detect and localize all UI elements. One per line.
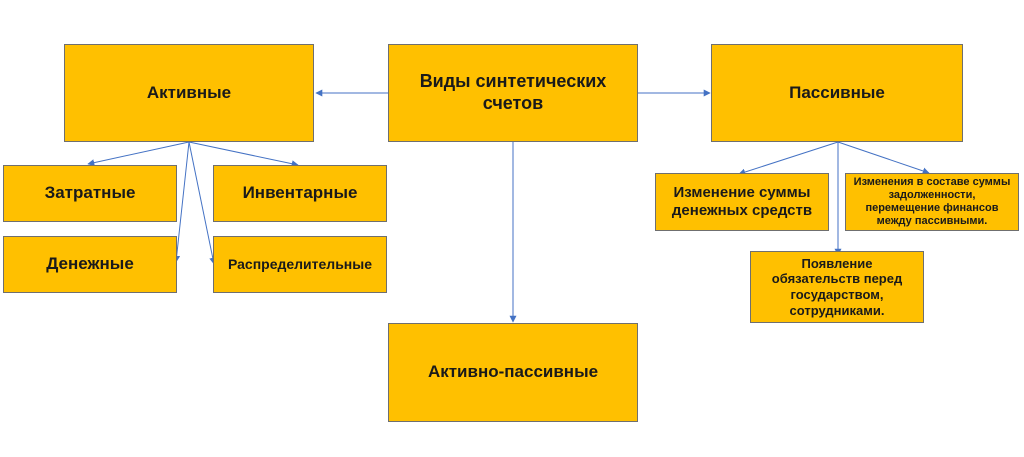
box-cash-change: Изменение суммы денежных средств [655, 173, 829, 231]
arrow-active-to-distributive [188, 141, 217, 265]
box-monetary: Денежные [3, 236, 177, 293]
box-inventory-label: Инвентарные [242, 183, 358, 203]
box-root: Виды синтетических счетов [388, 44, 638, 142]
arrow-passive-to-debt-change [837, 141, 930, 175]
box-root-label: Виды синтетических счетов [419, 71, 607, 113]
box-passive: Пассивные [711, 44, 963, 142]
box-monetary-label: Денежные [46, 254, 134, 274]
box-cost: Затратные [3, 165, 177, 222]
box-debt-change: Изменения в составе суммы задолженности,… [845, 173, 1019, 231]
box-inventory: Инвентарные [213, 165, 387, 222]
box-passive-label: Пассивные [789, 82, 885, 102]
arrow-active-to-cost [87, 141, 190, 167]
box-distributive-label: Распределительные [227, 256, 373, 273]
arrow-passive-to-cash-change [738, 141, 839, 176]
box-distributive: Распределительные [213, 236, 387, 293]
box-active-passive-label: Активно-пассивные [427, 362, 599, 382]
box-active-label: Активные [146, 82, 232, 102]
box-debt-change-label: Изменения в составе суммы задолженности,… [853, 175, 1011, 228]
box-active: Активные [64, 44, 314, 142]
arrow-active-to-monetary [173, 141, 190, 263]
arrow-active-to-inventory [188, 141, 299, 168]
box-obligations-label: Появление обязательств перед государство… [771, 255, 903, 318]
box-active-passive: Активно-пассивные [388, 323, 638, 422]
box-cash-change-label: Изменение суммы денежных средств [671, 184, 813, 219]
box-obligations: Появление обязательств перед государство… [750, 251, 924, 323]
box-cost-label: Затратные [44, 183, 136, 203]
